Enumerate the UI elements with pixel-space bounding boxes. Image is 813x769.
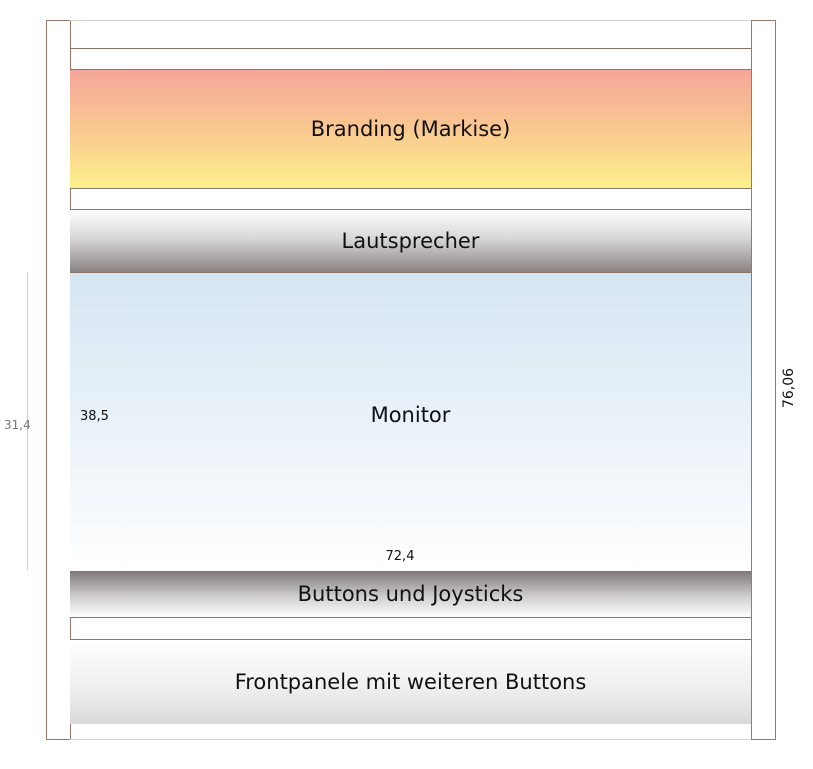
speaker-label: Lautsprecher: [341, 229, 480, 253]
frontpanel-top-line: [70, 639, 751, 640]
speaker-section: Lautsprecher: [70, 209, 751, 273]
buttons-section: Buttons und Joysticks: [70, 571, 751, 618]
frontpanel-label: Frontpanele mit weiteren Buttons: [234, 670, 587, 694]
right-side-post: [751, 20, 776, 740]
frontpanel-section: Frontpanele mit weiteren Buttons: [70, 640, 751, 724]
outer-height-dimension-line: [27, 272, 28, 570]
bottom-edge-line: [70, 739, 751, 740]
top-edge-line: [70, 20, 751, 21]
monitor-label: Monitor: [370, 403, 451, 427]
top-divider-line: [70, 48, 751, 49]
buttons-label: Buttons und Joysticks: [297, 582, 524, 606]
branding-section: Branding (Markise): [70, 69, 751, 189]
branding-label: Branding (Markise): [310, 117, 511, 141]
outer-height-dimension: 31,4: [4, 418, 31, 432]
monitor-section: 38,5 Monitor 72,4: [70, 273, 751, 571]
left-side-post: [46, 20, 71, 740]
monitor-height-dimension: 38,5: [80, 409, 109, 424]
total-height-dimension: 76,06: [781, 367, 797, 409]
monitor-width-dimension: 72,4: [385, 549, 415, 564]
